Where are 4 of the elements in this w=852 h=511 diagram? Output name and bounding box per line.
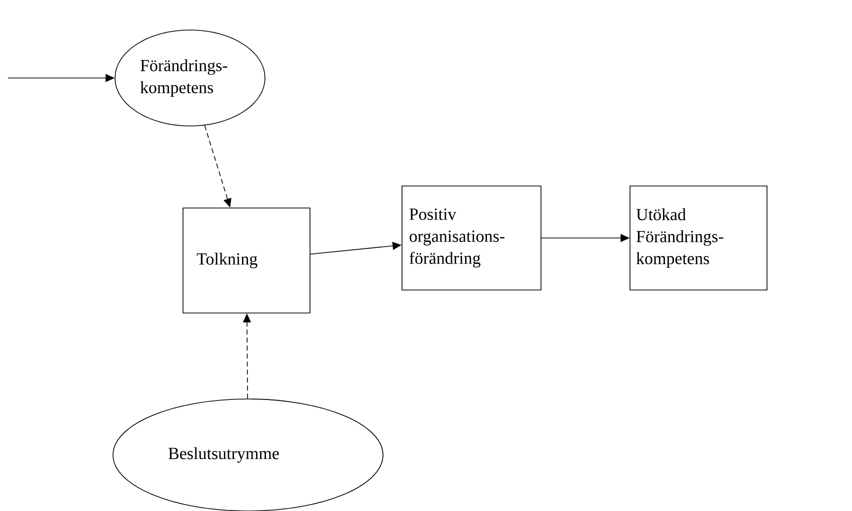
ellipse-node: Förändrings- kompetens: [114, 30, 266, 126]
process-box: Utökad Förändrings- kompetens: [630, 186, 768, 290]
process-box: Positiv organisations- förändring: [402, 186, 542, 290]
process-box: Tolkning: [182, 208, 310, 314]
